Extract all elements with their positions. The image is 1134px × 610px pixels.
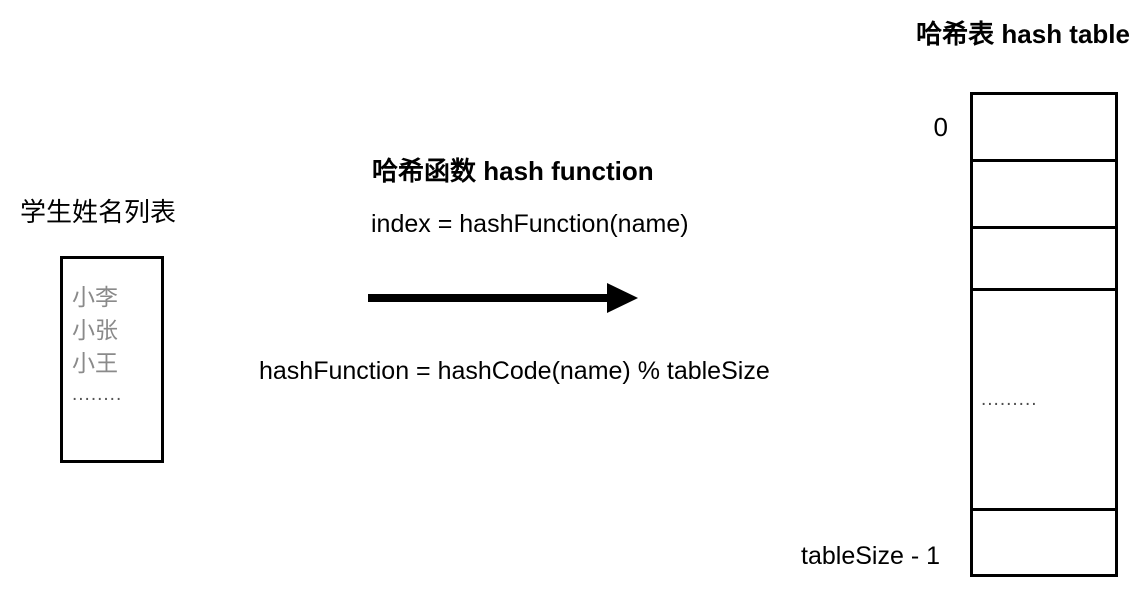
hash-table-last-index-label: tableSize - 1 [801, 542, 940, 570]
student-list-label: 学生姓名列表 [20, 197, 177, 227]
hash-table-cell: ......... [973, 291, 1115, 511]
hash-table-array: ......... [970, 92, 1118, 577]
hash-table-cell [973, 162, 1115, 229]
index-formula: index = hashFunction(name) [371, 210, 689, 238]
hash-table-cell [973, 95, 1115, 162]
right-arrow-icon [368, 283, 638, 313]
student-list-box: 小李 小张 小王 ........ [60, 256, 164, 463]
hash-function-definition-formula: hashFunction = hashCode(name) % tableSiz… [259, 357, 770, 385]
student-list-ellipsis: ........ [72, 384, 123, 405]
student-name: 小李 [72, 284, 118, 310]
diagram-title: 哈希表 hash table [916, 19, 1130, 49]
student-name: 小张 [72, 317, 118, 343]
student-name: 小王 [72, 350, 118, 376]
hash-table-first-index-label: 0 [933, 112, 948, 142]
hash-table-cell [973, 511, 1115, 574]
hash-function-heading: 哈希函数 hash function [372, 156, 654, 186]
hash-table-cell [973, 229, 1115, 291]
